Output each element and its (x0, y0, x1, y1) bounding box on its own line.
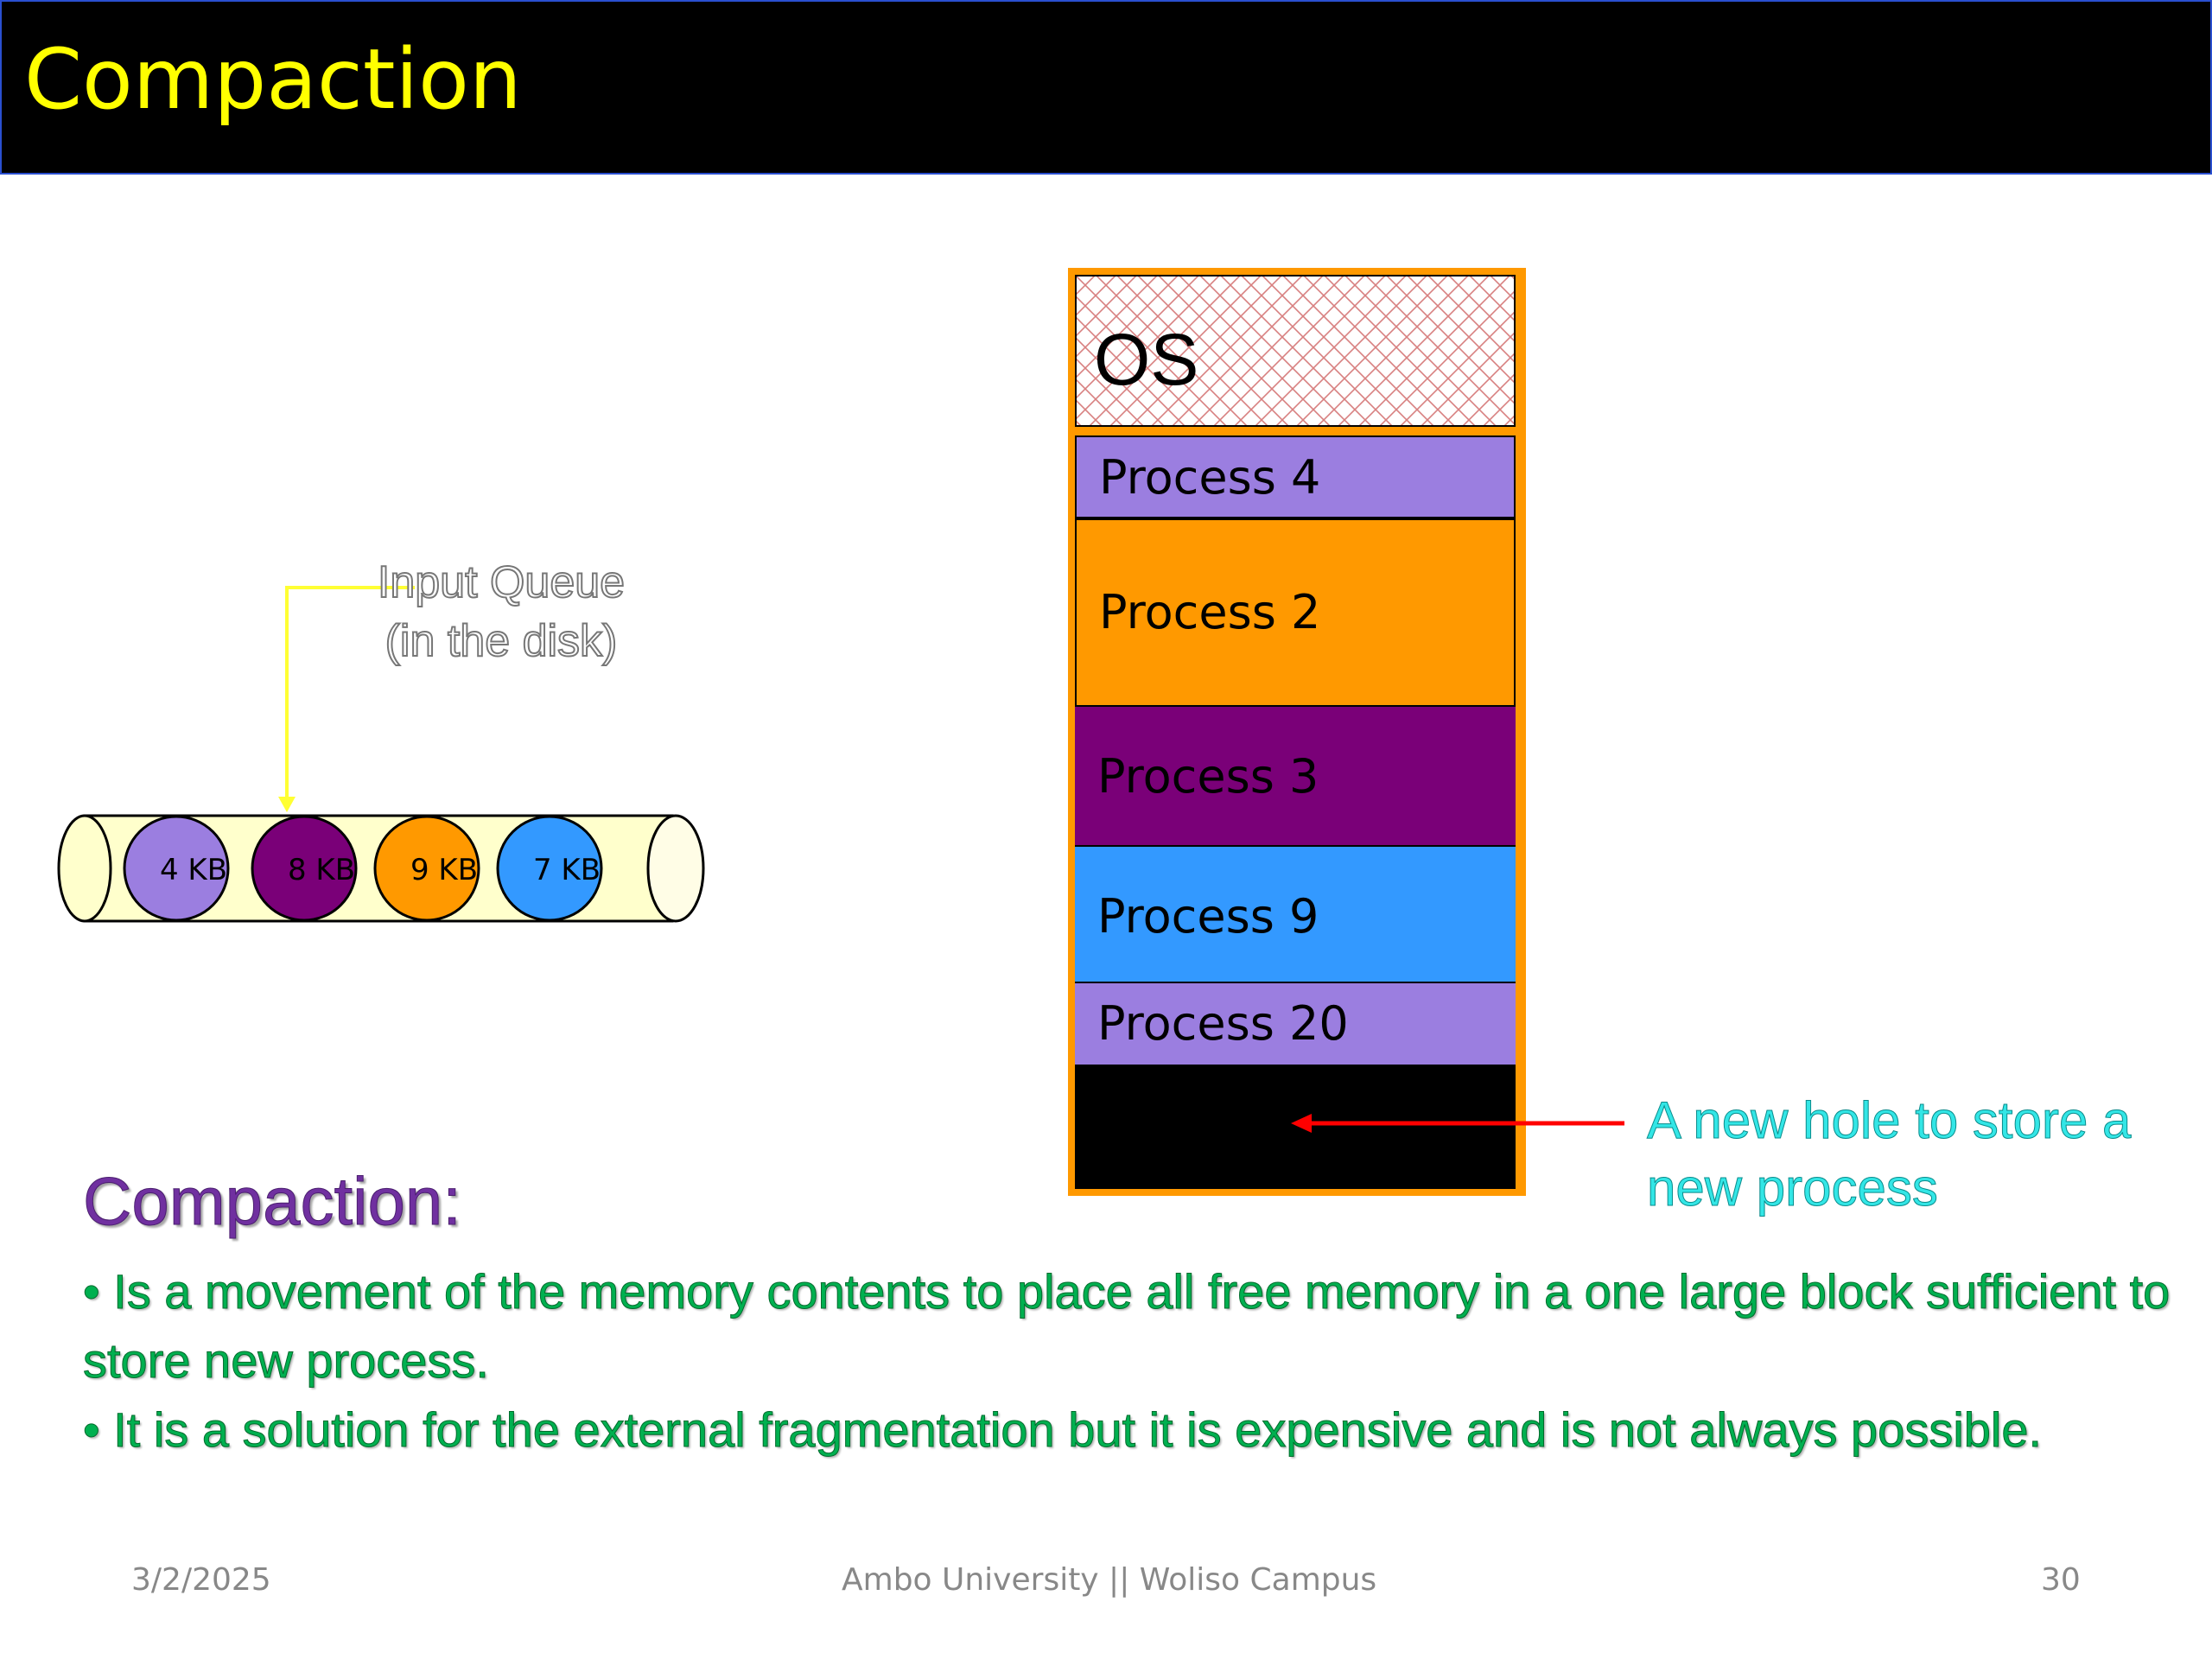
new-hole-annotation: A new hole to store a new process (1647, 1087, 2200, 1222)
compaction-bullets: • Is a movement of the memory contents t… (83, 1257, 2174, 1465)
input-queue-label-line2: (in the disk) (385, 615, 619, 667)
bullet-2: • It is a solution for the external frag… (83, 1402, 2043, 1458)
slide-title: Compaction (24, 31, 522, 128)
queue-item-label-2: 9 KB (410, 853, 478, 887)
queue-item-1 (251, 815, 358, 922)
process-9-label: Process 9 (1097, 889, 1319, 944)
footer-date: 3/2/2025 (131, 1562, 271, 1598)
input-queue-label: Input Queue (in the disk) (354, 553, 648, 671)
queue-item-label-0: 4 KB (160, 853, 227, 887)
queue-pointer-arrowhead (278, 797, 296, 812)
queue-item-3 (496, 815, 603, 922)
queue-pointer-line (285, 586, 415, 804)
process-2-label: Process 2 (1099, 585, 1321, 639)
new-hole-annotation-line1: A new hole to store a (1647, 1091, 2132, 1150)
footer-page-number: 30 (2041, 1562, 2081, 1598)
queue-item-2 (373, 815, 480, 922)
process-20-segment: Process 20 (1075, 983, 1516, 1066)
queue-item-label-1: 8 KB (288, 853, 355, 887)
free-hole-segment (1075, 1066, 1516, 1189)
process-4-segment: Process 4 (1075, 435, 1516, 518)
queue-item-label-3: 7 KB (533, 853, 601, 887)
input-queue-label-line1: Input Queue (377, 556, 626, 608)
os-segment (1075, 275, 1516, 427)
process-9-segment: Process 9 (1075, 845, 1516, 983)
compaction-heading: Compaction: (83, 1163, 462, 1240)
process-3-segment: Process 3 (1075, 707, 1516, 845)
os-label: OS (1094, 319, 1199, 400)
process-4-label: Process 4 (1099, 450, 1321, 505)
process-2-segment: Process 2 (1075, 518, 1516, 707)
bullet-1: • Is a movement of the memory contents t… (83, 1264, 2171, 1389)
footer-center: Ambo University || Woliso Campus (842, 1562, 1377, 1598)
memory-map: OS Process 4 Process 2 Process 3 Process… (1068, 268, 1526, 1196)
queue-item-0 (123, 815, 230, 922)
process-20-label: Process 20 (1097, 996, 1349, 1051)
input-queue-diagram: 4 KB 8 KB 9 KB 7 KB (57, 586, 705, 923)
hole-arrow (1291, 1114, 1624, 1133)
title-bar: Compaction (0, 0, 2212, 175)
new-hole-annotation-line2: new process (1647, 1159, 1939, 1217)
process-3-label: Process 3 (1097, 749, 1319, 804)
